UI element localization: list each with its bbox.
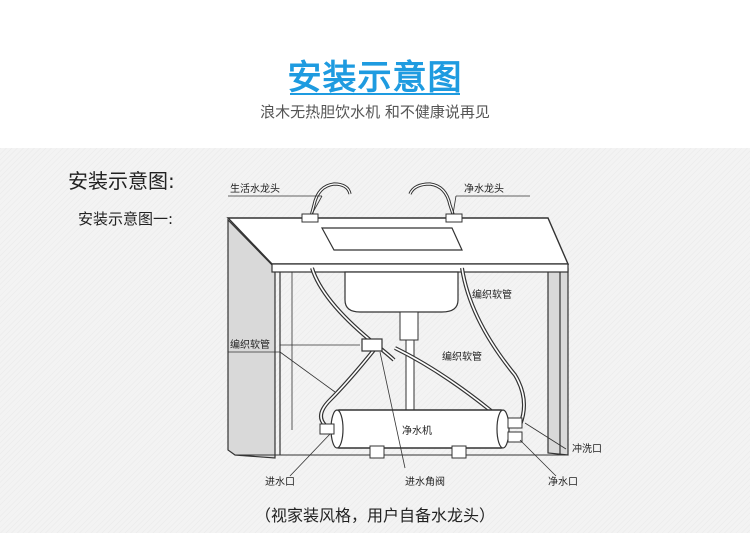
- label-water-inlet: 进水口: [265, 476, 295, 488]
- label-braided-hose-right: 编织软管: [472, 288, 512, 301]
- inlet-angle-valve: [361, 338, 383, 352]
- label-flush-outlet: 冲洗口: [572, 442, 602, 455]
- section-title: 安装示意图:: [68, 169, 175, 193]
- cabinet-front-frame: [271, 263, 569, 273]
- purifier-foot-left: [369, 445, 385, 459]
- label-water-outlet: 净水口: [548, 475, 578, 488]
- label-living-faucet: 生活水龙头: [230, 182, 280, 195]
- title-underline: [290, 93, 460, 95]
- drain-pipe: [399, 311, 419, 341]
- label-purified-faucet: 净水龙头: [464, 182, 504, 195]
- page-title: 安装示意图: [287, 58, 463, 98]
- label-braided-hose-left: 编织软管: [230, 338, 270, 351]
- cabinet-left-side: [227, 218, 276, 459]
- page-subtitle: 浪木无热胆饮水机 和不健康说再见: [260, 103, 490, 121]
- diagram-caption: （视家装风格，用户自备水龙头）: [254, 506, 495, 525]
- section-subtitle: 安装示意图一:: [78, 210, 174, 228]
- sink-bowl: [344, 271, 459, 313]
- label-purifier: 净水机: [402, 424, 432, 437]
- purifier-foot-right: [451, 445, 467, 459]
- sink-opening: [320, 227, 463, 251]
- header: 安装示意图 浪木无热胆饮水机 和不健康说再见: [0, 0, 750, 148]
- label-braided-hose-center: 编织软管: [442, 350, 482, 363]
- label-inlet-angle-valve: 进水角阀: [405, 475, 445, 488]
